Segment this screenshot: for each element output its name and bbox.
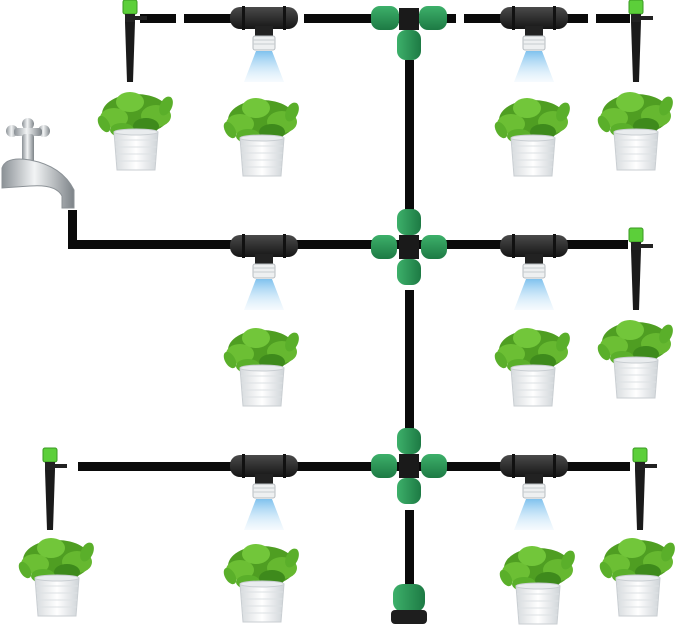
cross-connector [371,209,447,285]
cross-connector [371,428,447,504]
tee-connector [371,6,447,60]
faucet-icon [1,118,75,209]
end-plug [391,584,427,624]
